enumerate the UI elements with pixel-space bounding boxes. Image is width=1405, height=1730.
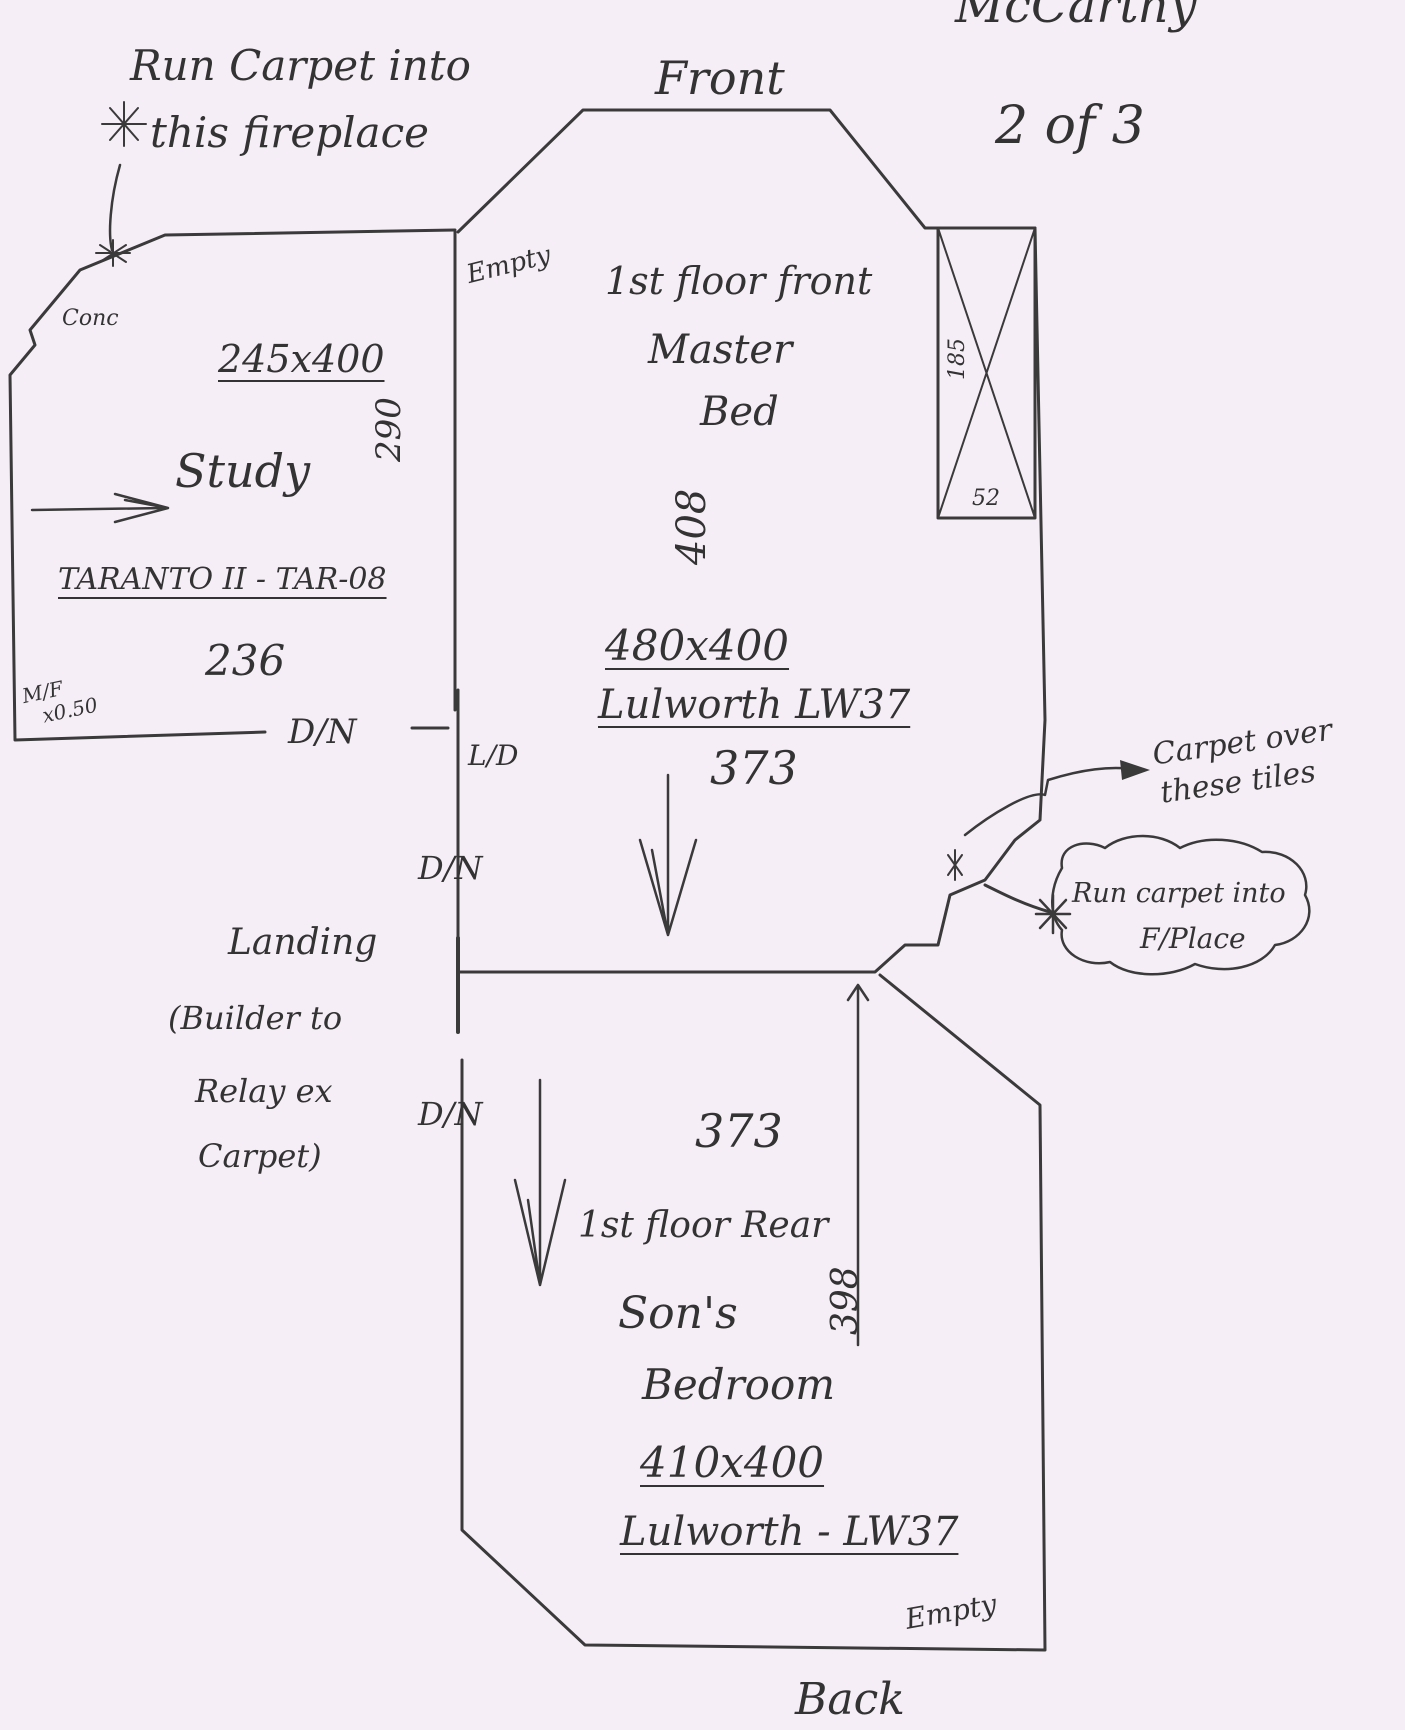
study-fireplace-note-line1: Run Carpet into [130, 41, 471, 90]
study-name: Study [175, 444, 311, 498]
rear-name-line3: Bedroom [642, 1360, 836, 1409]
landing-name-line3: Relay ex [195, 1072, 333, 1110]
bed-fireplace-note-line2: F/Place [1140, 922, 1246, 955]
master-name-line2: Master [648, 327, 793, 373]
back-label: Back [795, 1674, 905, 1725]
rear-code: 373 [695, 1104, 783, 1158]
study-door-label: D/N [288, 712, 357, 752]
bed-fireplace-note-line1: Run carpet into [1072, 878, 1286, 909]
fireplace-note-cloud [1051, 834, 1311, 976]
study-outline [8, 228, 457, 742]
study-fireplace-asterisk [95, 239, 131, 267]
customer-name: McCarthy [955, 0, 1197, 34]
master-bedroom-outline [456, 108, 1047, 974]
rear-product: Lulworth - LW37 [620, 1509, 959, 1555]
bed-fireplace-leader [983, 883, 1052, 914]
front-label: Front [655, 51, 785, 105]
master-pile-arrow [638, 773, 698, 937]
master-name-line3: Bed [700, 389, 779, 435]
landing-name-line1: Landing [228, 922, 378, 963]
master-size: 480x400 [605, 621, 790, 670]
cupboard-cross [937, 227, 1036, 519]
study-product: TARANTO II - TAR-08 [58, 562, 387, 597]
landing-door-bottom: D/N [418, 1095, 483, 1133]
study-size: 245x400 [218, 337, 385, 381]
tiles-asterisk [947, 849, 963, 881]
master-code: 373 [710, 741, 798, 795]
sheet-number: 2 of 3 [995, 96, 1145, 156]
study-code: 236 [205, 636, 286, 685]
study-width-mark: 290 [369, 397, 409, 462]
landing-door-top: D/N [418, 849, 483, 887]
master-door-label: L/D [468, 739, 519, 772]
rear-name-line1: 1st floor Rear [578, 1205, 829, 1246]
study-note-asterisk [101, 101, 147, 147]
tiles-leader-arrowhead [1120, 760, 1150, 780]
landing-name-line4: Carpet) [198, 1137, 322, 1175]
study-pile-arrow [30, 492, 170, 524]
rear-depth-arrow [846, 983, 870, 1347]
cupboard-box [936, 226, 1037, 520]
rear-pile-arrow [513, 1078, 567, 1287]
landing-name-line2: (Builder to [168, 999, 343, 1037]
study-fireplace-leader [108, 163, 122, 252]
cupboard-width: 185 [945, 338, 970, 380]
tiles-leader [963, 766, 1142, 837]
rear-size: 410x400 [640, 1438, 825, 1487]
master-name-line1: 1st floor front [605, 259, 873, 303]
study-fireplace-note-line2: this fireplace [150, 108, 429, 157]
cupboard-depth: 52 [972, 486, 1000, 511]
master-depth-mark: 408 [669, 488, 715, 565]
rear-depth-mark: 398 [825, 1266, 866, 1335]
master-product: Lulworth LW37 [598, 682, 911, 728]
rear-name-line2: Son's [618, 1288, 738, 1339]
study-corner-label: Conc [62, 306, 119, 331]
rear-bedroom-outline [460, 973, 1047, 1652]
